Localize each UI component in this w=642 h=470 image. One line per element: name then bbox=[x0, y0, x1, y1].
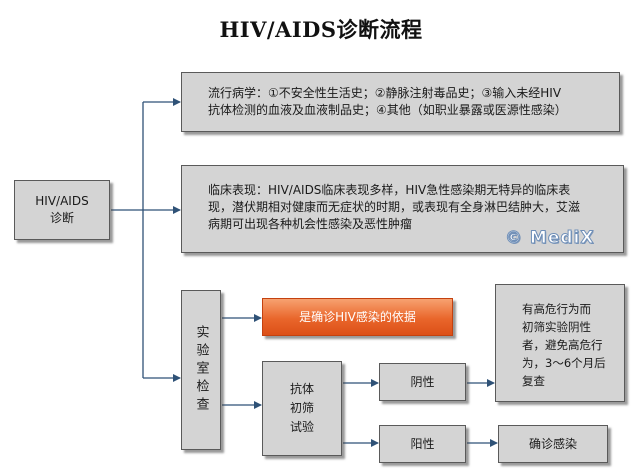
lab-exam-box: 实验室检查 bbox=[181, 290, 221, 450]
diagram-title: HIV/AIDS诊断流程 bbox=[219, 17, 423, 42]
negative-result-box: 阴性 bbox=[379, 363, 466, 401]
antibody-screening-line1: 抗体 bbox=[289, 382, 314, 396]
recheck-line2: 初筛实验阴性 bbox=[522, 320, 591, 334]
antibody-screening-label: 抗体 初筛 试验 bbox=[290, 380, 314, 437]
diagnosis-label: HIV/AIDS 诊断 bbox=[35, 193, 88, 227]
confirmed-infection-label: 确诊感染 bbox=[528, 436, 577, 451]
antibody-screening-box: 抗体 初筛 试验 bbox=[262, 361, 342, 456]
recheck-advice-box: 有高危行为而 初筛实验阴性 者，避免高危行 为，3～6个月后 复查 bbox=[495, 284, 625, 402]
clinical-line3: 病期可出现各种机会性感染及恶性肿瘤 bbox=[208, 217, 413, 231]
confirmation-basis-box: 是确诊HIV感染的依据 bbox=[262, 298, 453, 336]
recheck-line5: 复查 bbox=[522, 374, 545, 388]
epidemiology-line1: 流行病学：①不安全性生活史；②静脉注射毒品史；③输入未经HIV bbox=[208, 86, 562, 100]
diagnosis-label-line1: HIV/AIDS bbox=[35, 194, 89, 208]
diagnosis-label-line2: 诊断 bbox=[49, 211, 74, 225]
antibody-screening-line3: 试验 bbox=[289, 420, 314, 434]
recheck-line3: 者，避免高危行 bbox=[522, 338, 603, 352]
confirmation-basis-label: 是确诊HIV感染的依据 bbox=[299, 309, 416, 324]
clinical-line1: 临床表现：HIV/AIDS临床表现多样，HIV急性感染期无特异的临床表 bbox=[208, 183, 571, 197]
confirmed-infection-box: 确诊感染 bbox=[498, 425, 608, 463]
diagnosis-box: HIV/AIDS 诊断 bbox=[14, 180, 110, 240]
clinical-line2: 现，潜伏期相对健康而无症状的时期，或表现有全身淋巴结肿大，艾滋 bbox=[208, 200, 581, 214]
negative-result-label: 阴性 bbox=[410, 374, 435, 389]
antibody-screening-line2: 初筛 bbox=[289, 401, 314, 415]
lab-exam-label: 实验室检查 bbox=[193, 325, 209, 415]
epidemiology-box: 流行病学：①不安全性生活史；②静脉注射毒品史；③输入未经HIV 抗体检测的血液及… bbox=[181, 72, 620, 132]
positive-result-box: 阳性 bbox=[379, 425, 466, 463]
recheck-line4: 为，3～6个月后 bbox=[522, 356, 606, 370]
positive-result-label: 阳性 bbox=[410, 436, 435, 451]
epidemiology-line2: 抗体检测的血液及血液制品史；④其他（如职业暴露或医源性感染） bbox=[208, 103, 567, 117]
recheck-line1: 有高危行为而 bbox=[522, 302, 591, 316]
medix-watermark-logo: © MediX bbox=[504, 228, 595, 249]
clinical-box: 临床表现：HIV/AIDS临床表现多样，HIV急性感染期无特异的临床表 现，潜伏… bbox=[181, 165, 624, 253]
